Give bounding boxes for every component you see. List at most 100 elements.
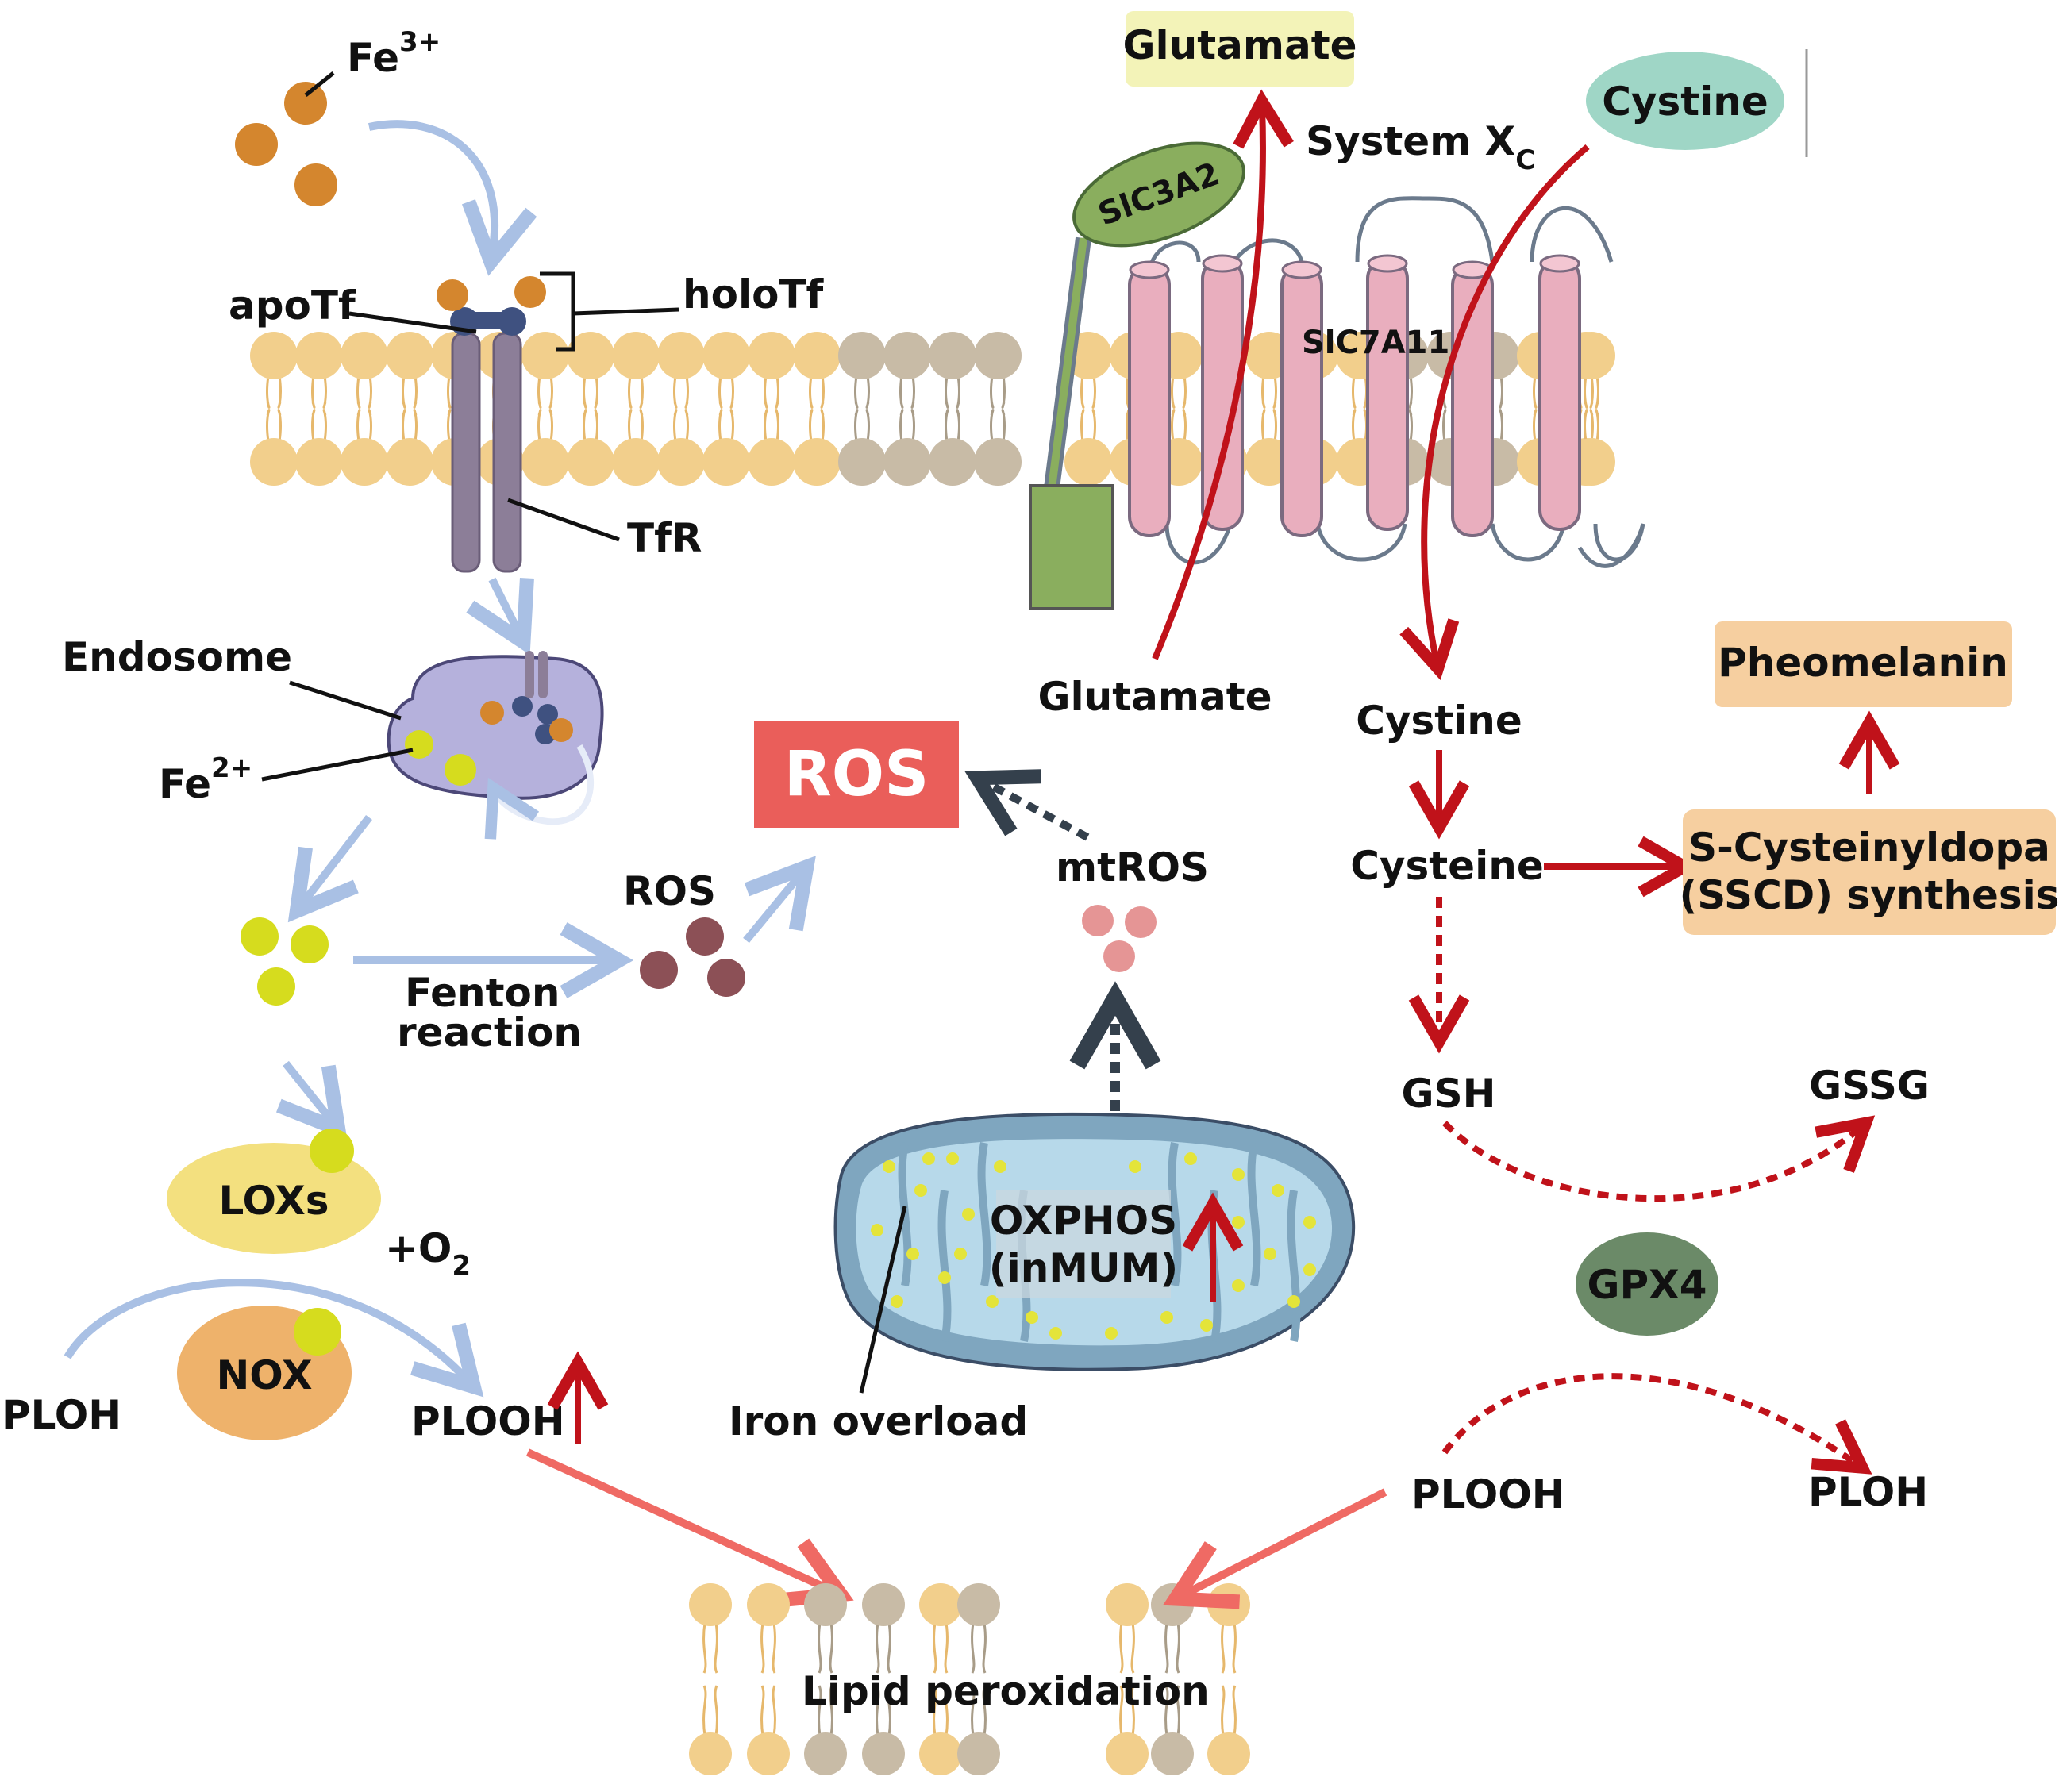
cysteine-label: Cysteine [1350, 843, 1544, 889]
lipid-head [883, 332, 931, 379]
slc7a11-helix-cap [1367, 254, 1408, 273]
lipid-head [1207, 1583, 1250, 1626]
lipid-head [521, 332, 569, 379]
lipid-tail [945, 375, 949, 409]
lipid-tail [887, 1622, 891, 1674]
pheomelanin-box [1715, 621, 2012, 707]
lipid-head [919, 1583, 962, 1626]
lipid-tail [1119, 1685, 1124, 1736]
lipid-head [838, 438, 886, 486]
fe2-leader-line [261, 748, 414, 782]
lipid-tail [876, 1622, 880, 1674]
lipid-tail [876, 1685, 880, 1736]
mito-iron-dot [1287, 1295, 1300, 1308]
mito-crista [977, 1142, 991, 1286]
lipid-tail [594, 375, 598, 409]
lipid-tail [1584, 375, 1588, 409]
fenton-label-line1: Fenton [405, 970, 560, 1016]
lipid-tail [775, 375, 779, 409]
mito-iron-dot [1232, 1168, 1245, 1181]
lipid-tail [702, 1685, 707, 1736]
mito-crista [1168, 1142, 1182, 1286]
lipid-tail [1363, 375, 1368, 409]
lipid-head [386, 332, 433, 379]
plooh-to-ploh-gpx4-arrow [1441, 1373, 1872, 1475]
apotf-label: apoTf [229, 283, 356, 329]
lipid-tail [548, 409, 553, 442]
lipid-head [957, 1583, 1000, 1626]
lipid-tail [729, 375, 734, 409]
gsh-label: GSH [1402, 1071, 1496, 1117]
lipid-tail [628, 375, 633, 409]
tfr-receptor [437, 276, 546, 573]
apotf-leader-line [348, 311, 477, 334]
lipid-tail [990, 375, 995, 409]
lipid-tail [1171, 409, 1176, 442]
mito-iron-dot [883, 1160, 895, 1173]
mito-iron-dot [914, 1184, 927, 1197]
lipid-tail [865, 409, 870, 442]
lipid-tail [829, 1685, 833, 1736]
lipid-tail [1533, 375, 1538, 409]
holotf-label: holoTf [683, 271, 825, 317]
cystine-top-oval [1586, 52, 1784, 150]
lipid-head [702, 332, 750, 379]
lipid-tail [583, 375, 587, 409]
gpx4-label: GPX4 [1587, 1262, 1707, 1308]
lipid-tail [537, 375, 542, 409]
lipid-head [702, 438, 750, 486]
lipid-tail [277, 409, 282, 442]
slc3a2-subunit: SlC3A2 [1029, 141, 1245, 610]
lipid-tail [933, 1685, 937, 1736]
fe2-ions-cytosol [241, 917, 329, 1006]
fe3-leader-line [304, 71, 335, 97]
mito-iron-dot [1232, 1216, 1245, 1229]
lipid-head [838, 332, 886, 379]
lipid-tail [311, 409, 316, 442]
lipid-head [748, 438, 795, 486]
lipid-tail [537, 409, 542, 442]
lipid-tail [990, 409, 995, 442]
gsh-to-gssg-arrow [1442, 1115, 1876, 1202]
lipid-head [1151, 1732, 1194, 1775]
ploh-left-label: PLOH [2, 1392, 121, 1438]
lipid-head [567, 332, 614, 379]
slc7a11-helix-cap [1129, 260, 1170, 279]
lipid-head [567, 438, 614, 486]
lipid-tail [944, 1622, 949, 1674]
glutamate-bottom-label: Glutamate [1037, 674, 1272, 720]
mito-iron-dot [938, 1271, 951, 1284]
lipid-tail [1182, 375, 1187, 409]
slc7a11-helix [1366, 258, 1409, 531]
lipid-tail [1584, 409, 1588, 442]
lipid-head [804, 1732, 847, 1775]
mito-iron-dot [986, 1295, 999, 1308]
fe3-ions [235, 82, 337, 206]
lipid-tail [775, 409, 779, 442]
ros-box [754, 721, 959, 828]
endosome-leader-line [289, 680, 402, 721]
lipid-head [521, 438, 569, 486]
lipid-tail [760, 1685, 765, 1736]
lipid-tail [714, 1685, 718, 1736]
plooh-to-lipid-peroxidation-arrow [525, 1448, 854, 1608]
lipid-tail [772, 1622, 776, 1674]
lipid-tail [820, 409, 825, 442]
mito-iron-dot [1049, 1327, 1062, 1340]
lipid-head [748, 332, 795, 379]
lipid-tail [1352, 375, 1357, 409]
lipid-tail [628, 409, 633, 442]
lipid-tail [760, 1622, 765, 1674]
lipid-tail [673, 375, 678, 409]
mito-iron-dot [954, 1248, 967, 1260]
slc7a11-helix-cap [1539, 254, 1580, 273]
lipid-tail [956, 409, 960, 442]
lipid-tail [1272, 375, 1277, 409]
holotf-leader-line [572, 307, 679, 316]
lipid-tail [1130, 1685, 1135, 1736]
lipid-tail [1232, 1685, 1237, 1736]
lipid-tail [772, 1685, 776, 1736]
lipid-tail [718, 409, 723, 442]
